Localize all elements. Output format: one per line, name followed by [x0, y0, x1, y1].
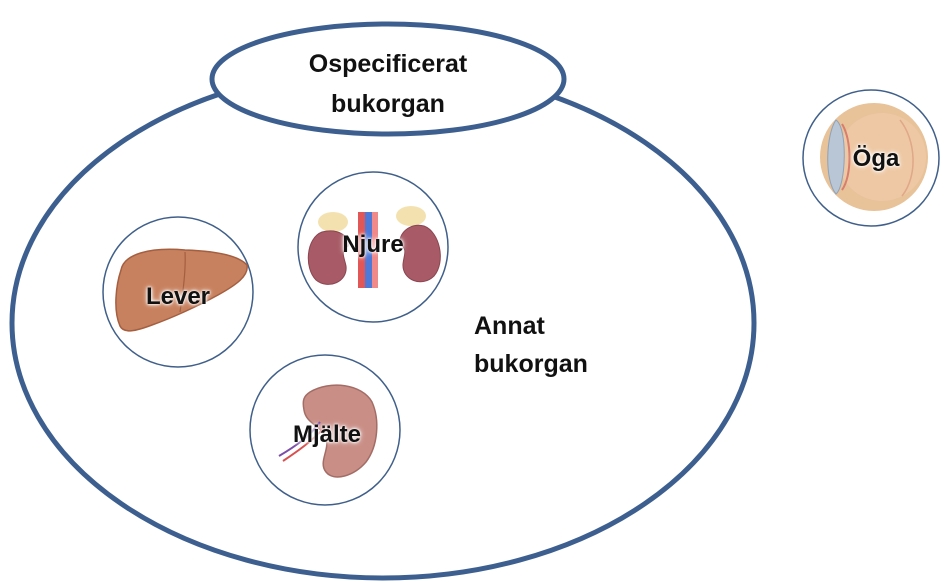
group-label: Annat bukorgan	[474, 307, 588, 383]
liver-label: Lever	[145, 283, 211, 310]
group-label-line-2: bukorgan	[474, 350, 588, 378]
liver-node	[102, 216, 254, 368]
kidney-icon	[307, 206, 441, 288]
kidney-node	[297, 171, 449, 323]
eye-node	[802, 89, 940, 227]
spleen-icon	[302, 384, 378, 478]
liver-icon	[115, 248, 248, 332]
eye-icon	[820, 103, 928, 211]
title-label: Ospecificerat bukorgan	[260, 44, 516, 124]
unspecified-organ-ellipse	[209, 21, 567, 137]
group-label-line-1: Annat	[474, 312, 545, 340]
title-line-2: bukorgan	[331, 90, 445, 118]
spleen-node	[249, 354, 401, 506]
eye-label: Öga	[852, 145, 900, 172]
kidney-label: Njure	[342, 231, 404, 258]
spleen-label: Mjälte	[292, 421, 361, 448]
title-line-1: Ospecificerat	[308, 50, 468, 78]
